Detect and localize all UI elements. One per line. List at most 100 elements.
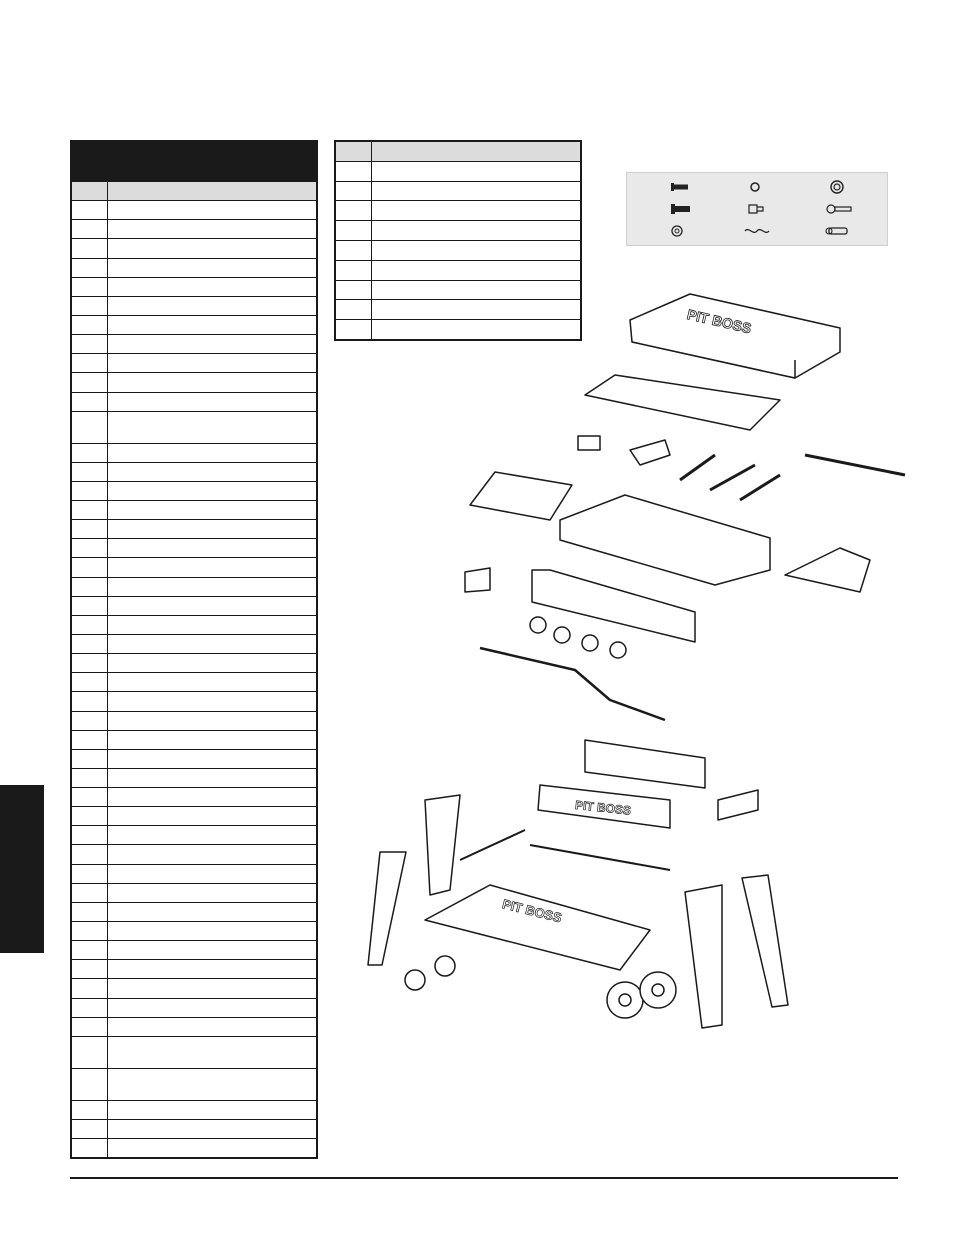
part-description-cell [108, 1069, 316, 1100]
table-row [72, 372, 316, 392]
wheels-part [606, 971, 677, 1019]
part-description-cell [108, 826, 316, 844]
leg-rear-left-part [367, 851, 407, 966]
part-description-cell [108, 1037, 316, 1068]
part-number-cell [72, 1119, 108, 1138]
table-row [72, 633, 316, 654]
part-number-cell [72, 481, 108, 500]
part-number-cell [72, 634, 108, 654]
part-description-cell [108, 750, 316, 768]
part-description-cell [108, 182, 316, 200]
table-row [336, 259, 580, 280]
part-number-cell [336, 320, 372, 339]
ring-icon [830, 180, 844, 194]
table-row [72, 710, 316, 730]
table-row [72, 334, 316, 354]
part-description-cell [108, 731, 316, 749]
table-row [72, 200, 316, 220]
front-branding-label: PIT BOSS [574, 798, 631, 818]
table-row [72, 921, 316, 941]
pin-icon [826, 204, 852, 214]
lid-part: PIT BOSS [629, 293, 841, 379]
part-description-cell [108, 769, 316, 787]
table-row [336, 220, 580, 240]
table-row [72, 353, 316, 373]
table-row [72, 844, 316, 864]
part-number-cell [336, 260, 372, 280]
exploded-parts-diagram: PIT BOSS PIT BOSS [367, 293, 906, 1029]
bolt-icon [671, 204, 690, 214]
part-number-cell [72, 296, 108, 315]
part-description-cell [108, 297, 316, 315]
part-number-cell [72, 315, 108, 335]
part-description-cell [108, 373, 316, 391]
table-row [72, 314, 316, 335]
part-description-cell [108, 635, 316, 653]
part-number-cell [72, 845, 108, 864]
griddle-plate-part [584, 374, 781, 431]
part-description-cell [108, 1101, 316, 1119]
table-column-header-row [72, 182, 316, 201]
part-description-cell [108, 520, 316, 538]
grease-cup-part [577, 435, 601, 451]
part-number-cell [72, 443, 108, 462]
part-number-cell [72, 182, 108, 201]
part-description-cell [108, 539, 316, 557]
side-shelf-left-part [469, 471, 573, 521]
parts-table-left [70, 140, 318, 1159]
table-row [72, 691, 316, 711]
table-row [72, 882, 316, 902]
table-row [72, 219, 316, 239]
table-column-header-row [336, 142, 580, 161]
part-number-cell [72, 520, 108, 539]
part-description-cell [372, 142, 580, 161]
sleeve-icon [825, 227, 848, 235]
part-number-cell [72, 807, 108, 826]
table-row [72, 557, 316, 577]
part-number-cell [72, 239, 108, 258]
part-description-cell [108, 201, 316, 219]
table-row [72, 238, 316, 258]
part-number-cell [72, 577, 108, 596]
table-row [72, 787, 316, 807]
part-description-cell [108, 960, 316, 978]
part-number-cell [72, 500, 108, 520]
part-number-cell [72, 1036, 108, 1068]
table-row [72, 806, 316, 826]
part-number-cell [72, 1100, 108, 1119]
part-description-cell [108, 673, 316, 691]
table-row [72, 391, 316, 411]
section-side-tab [0, 785, 44, 953]
part-number-cell [72, 335, 108, 354]
part-description-cell [372, 221, 580, 240]
part-number-cell [72, 354, 108, 373]
leg-front-left-part [424, 794, 461, 896]
part-description-cell [108, 884, 316, 902]
table-row [72, 1099, 316, 1119]
part-description-cell [108, 979, 316, 997]
part-description-cell [108, 807, 316, 825]
part-number-cell [72, 201, 108, 220]
table-row [72, 576, 316, 596]
part-description-cell [372, 162, 580, 181]
table-row [336, 279, 580, 300]
table-row [72, 1016, 316, 1036]
table-row [72, 653, 316, 673]
table-row [72, 276, 316, 296]
cross-bar-right-part [529, 844, 671, 871]
part-description-cell [108, 597, 316, 615]
leg-rear-right-part [741, 874, 789, 1008]
part-description-cell [108, 999, 316, 1017]
burner-tubes-part [679, 453, 781, 502]
table-row [72, 461, 316, 481]
part-description-cell [108, 922, 316, 940]
part-number-cell [72, 411, 108, 443]
part-number-cell [72, 711, 108, 730]
part-number-cell [72, 826, 108, 845]
table-row [336, 200, 580, 221]
part-number-cell [72, 941, 108, 960]
part-description-cell [372, 261, 580, 280]
firebox-part [559, 494, 771, 586]
part-number-cell [72, 558, 108, 577]
part-number-cell [336, 240, 372, 260]
